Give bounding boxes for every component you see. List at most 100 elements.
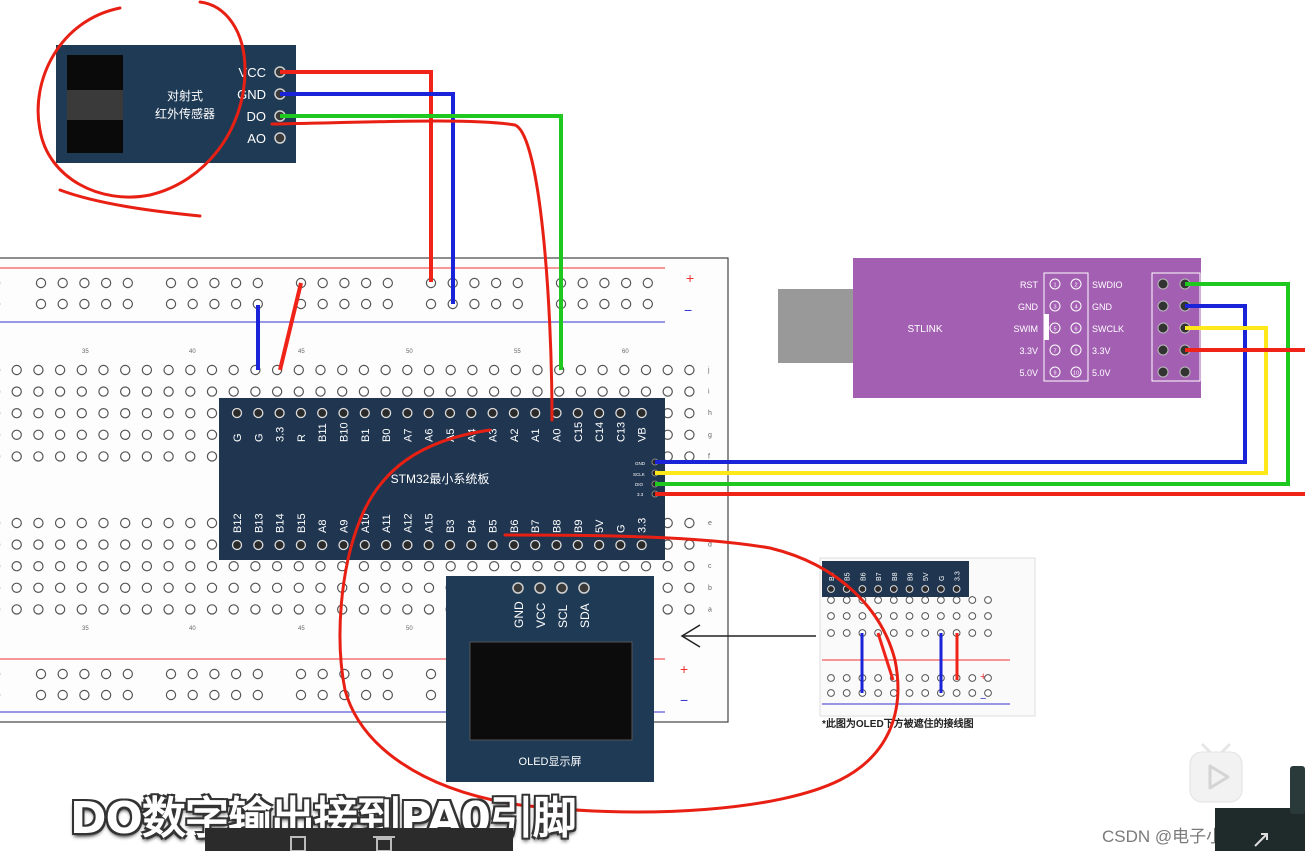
breadboard-hole	[619, 364, 630, 376]
breadboard-hole	[206, 604, 218, 615]
stm32-pin-hole	[295, 539, 307, 551]
ir-pin-ao: AO	[247, 131, 266, 146]
breadboard-hole	[339, 298, 350, 310]
breadboard-hole	[76, 386, 88, 397]
stm32-bottom-pin-label: B9	[573, 520, 585, 533]
expand-icon[interactable]	[1254, 833, 1268, 847]
inset-pin-hole	[905, 585, 914, 593]
breadboard-hole	[510, 364, 521, 376]
inset-pin-label: 3.3	[955, 571, 962, 581]
breadboard-hole	[575, 364, 587, 376]
breadboard-hole	[295, 668, 307, 680]
stm32-pin-hole	[402, 539, 413, 551]
ir-pin-hole	[274, 132, 286, 144]
stm32-bottom-pin-label: A12	[402, 513, 414, 533]
breadboard-hole	[57, 668, 68, 680]
breadboard-hole	[54, 451, 66, 462]
inset-rail-minus: −	[980, 693, 986, 705]
col-num: 50	[406, 349, 413, 355]
stm32-top-pin-label: A7	[402, 429, 414, 442]
annotation-tail	[58, 188, 202, 218]
breadboard-hole	[206, 517, 218, 529]
inset-hole	[937, 612, 945, 620]
breadboard-hole	[185, 364, 196, 376]
breadboard-hole	[360, 298, 372, 310]
frame-icon[interactable]	[290, 836, 306, 852]
stm32-top-pin-label: R	[296, 434, 308, 442]
breadboard-hole	[532, 364, 543, 376]
stm32-top-pin-label: 3.3	[275, 427, 287, 442]
stlink-pin-number: 6	[1074, 327, 1077, 333]
breadboard-hole	[358, 364, 370, 376]
breadboard-hole	[163, 429, 174, 440]
stm32-side-pin: SCLK	[633, 472, 645, 477]
stm32-pin-hole	[317, 407, 328, 419]
breadboard-hole	[577, 277, 588, 289]
inset-pin-hole	[827, 585, 835, 593]
breadboard-hole	[98, 604, 109, 615]
breadboard-hole	[76, 517, 88, 529]
breadboard-hole	[597, 386, 608, 397]
breadboard-hole	[206, 364, 218, 376]
breadboard-hole	[684, 517, 695, 529]
stm32-pin-hole	[530, 407, 541, 419]
stm32-pin-hole	[380, 539, 392, 551]
inset-hole	[842, 629, 851, 637]
breadboard-hole	[33, 386, 44, 397]
stlink-left-label: SWIM	[1014, 324, 1039, 334]
breadboard-hole	[317, 668, 328, 680]
breadboard-hole	[490, 298, 502, 310]
breadboard-hole	[209, 689, 220, 701]
inset-pin-hole	[874, 585, 882, 593]
breadboard-hole	[577, 298, 588, 310]
stlink-left-label: 3.3V	[1019, 346, 1038, 356]
breadboard-hole	[382, 298, 393, 310]
breadboard-hole	[11, 517, 22, 529]
inset-hole	[968, 674, 977, 682]
inset-rail-plus: +	[980, 671, 986, 683]
rail-plus-top: +	[686, 270, 694, 286]
inset-hole	[842, 612, 851, 620]
breadboard-hole	[380, 561, 391, 572]
breadboard-hole	[252, 689, 263, 701]
stm32-bottom-pin-label: B13	[253, 513, 265, 533]
breadboard-hole	[185, 386, 196, 397]
breadboard-hole	[250, 386, 261, 397]
breadboard-hole	[33, 561, 44, 572]
breadboard-hole	[185, 604, 196, 615]
breadboard-hole	[228, 364, 239, 376]
breadboard-hole	[76, 582, 88, 594]
breadboard-hole	[293, 561, 304, 572]
breadboard-hole	[684, 451, 695, 462]
trash-icon[interactable]	[373, 836, 395, 852]
stlink-left-label: GND	[1018, 302, 1039, 312]
breadboard-hole	[293, 364, 304, 376]
oled-pin-scl: SCL	[556, 604, 570, 628]
inset-hole	[968, 612, 977, 620]
breadboard-hole	[532, 386, 543, 397]
col-num: 45	[298, 349, 305, 355]
breadboard-hole	[271, 604, 283, 615]
breadboard-hole	[228, 561, 239, 572]
inset-pin-label: B8	[892, 572, 899, 581]
inset-hole	[921, 612, 930, 620]
inset-hole	[905, 596, 914, 604]
stm32-pin-hole	[359, 407, 370, 419]
breadboard-hole	[382, 668, 393, 680]
ir-sensor-title-2: 红外传感器	[155, 106, 215, 121]
stm32-top-pin-label: B11	[317, 423, 329, 442]
stlink-pin-number: 7	[1053, 349, 1056, 355]
play-icon[interactable]	[1188, 740, 1244, 810]
breadboard-hole	[293, 386, 304, 397]
video-control-bar	[205, 828, 513, 852]
stm32-pin-hole	[423, 407, 434, 419]
breadboard-hole	[380, 364, 391, 376]
breadboard-hole	[141, 539, 153, 550]
stm32-pin-hole	[636, 407, 647, 419]
breadboard-hole	[510, 561, 521, 572]
volume-slider[interactable]	[1290, 766, 1305, 814]
stm32-pin-hole	[444, 539, 456, 551]
stm32-pin-hole	[359, 539, 370, 551]
stm32-pin-hole	[487, 539, 498, 551]
breadboard-hole	[423, 561, 435, 572]
